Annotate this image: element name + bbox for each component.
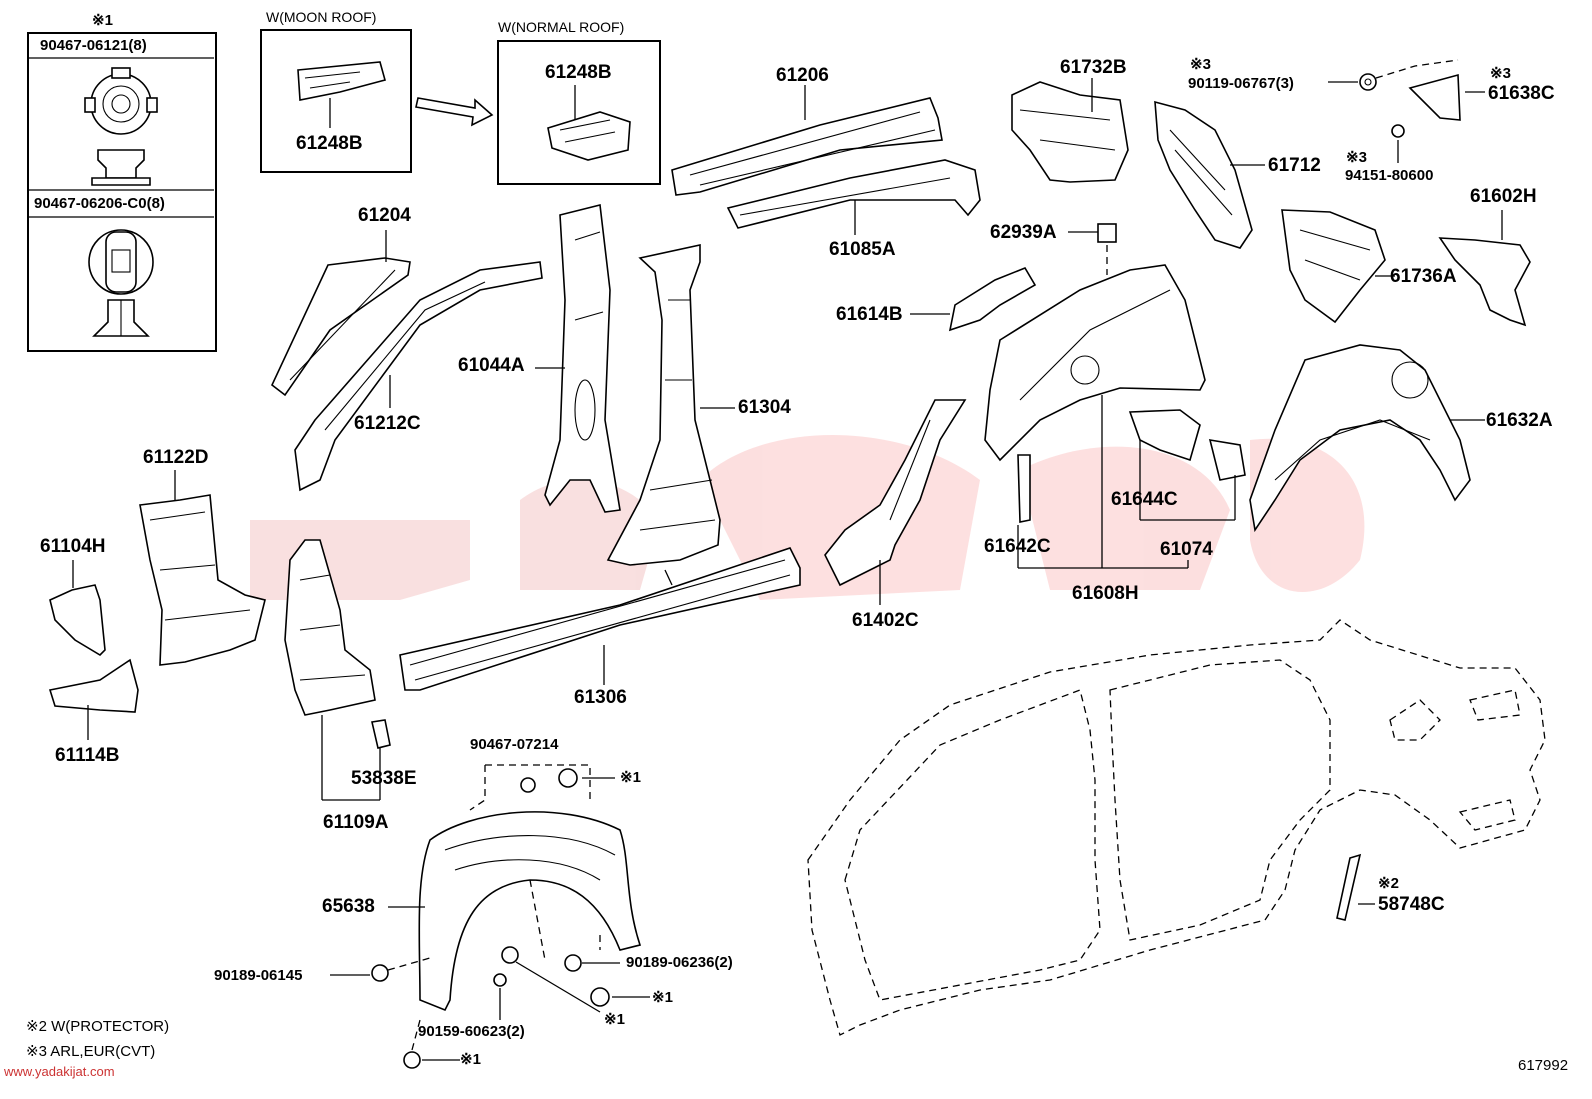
body-side-outline <box>807 619 1546 1036</box>
label-61212C: 61212C <box>354 413 421 434</box>
normal-roof-part-label: 61248B <box>545 62 612 83</box>
front-structure-parts <box>48 470 391 801</box>
label-61122D: 61122D <box>143 447 209 468</box>
label-90189-06145: 90189-06145 <box>214 967 303 984</box>
label-61085A: 61085A <box>829 239 896 260</box>
label-61109A: 61109A <box>323 812 389 833</box>
rocker-panel <box>399 547 801 691</box>
moon-roof-box <box>260 29 412 173</box>
clip-box-marker: ※1 <box>92 12 113 29</box>
label-65638: 65638 <box>322 896 375 917</box>
label-61632A: 61632A <box>1486 410 1553 431</box>
label-94151-80600: 94151-80600 <box>1345 167 1434 184</box>
marker-3-bolt: ※3 <box>1190 56 1211 73</box>
quarter-wheelhouse <box>1249 344 1485 533</box>
label-61104H: 61104H <box>40 536 106 557</box>
normal-roof-box <box>497 40 661 185</box>
label-90159-60623: 90159-60623(2) <box>418 1023 525 1040</box>
moon-roof-part-label: 61248B <box>296 133 363 154</box>
watermark-url: www.yadakijat.com <box>4 1064 115 1079</box>
label-62939A: 62939A <box>990 222 1057 243</box>
label-61402C: 61402C <box>852 610 919 631</box>
label-61712: 61712 <box>1268 155 1321 176</box>
label-90467-07214: 90467-07214 <box>470 736 559 753</box>
label-61736A: 61736A <box>1390 266 1457 287</box>
label-61638C: 61638C <box>1488 83 1555 104</box>
label-90119-06767: 90119-06767(3) <box>1188 75 1294 92</box>
protector-strip <box>1336 853 1375 921</box>
marker-3-grommet: ※3 <box>1346 149 1367 166</box>
label-61304: 61304 <box>738 397 791 418</box>
watermark-graphic <box>250 435 1365 600</box>
label-61114B: 61114B <box>55 745 120 766</box>
marker-1-clip-b: ※1 <box>604 1011 625 1028</box>
label-61044A: 61044A <box>458 355 525 376</box>
label-61732B: 61732B <box>1060 57 1127 78</box>
rear-upper-panels <box>1011 59 1531 327</box>
label-90189-06236: 90189-06236(2) <box>626 954 733 971</box>
marker-1-nut: ※1 <box>620 769 641 786</box>
marker-2-protector: ※2 <box>1378 875 1399 892</box>
label-61602H: 61602H <box>1470 186 1537 207</box>
legend-note-3: ※3 ARL,EUR(CVT) <box>26 1043 156 1060</box>
marker-3-bracket: ※3 <box>1490 65 1511 82</box>
roof-rails <box>671 85 981 235</box>
rear-pillar-inner <box>824 223 1246 605</box>
a-pillar-parts <box>271 230 543 492</box>
legend-note-2: ※2 W(PROTECTOR) <box>26 1018 170 1035</box>
label-61206: 61206 <box>776 65 829 86</box>
clip-icons <box>28 57 214 337</box>
marker-1-clip-c: ※1 <box>460 1051 481 1068</box>
normal-roof-caption: W(NORMAL ROOF) <box>498 19 625 35</box>
marker-1-clip-a: ※1 <box>652 989 673 1006</box>
label-53838E: 53838E <box>351 768 417 789</box>
label-61644C: 61644C <box>1111 489 1178 510</box>
label-61642C: 61642C <box>984 536 1051 557</box>
label-61608H: 61608H <box>1072 583 1139 604</box>
diagram-reference-number: 617992 <box>1518 1057 1569 1074</box>
label-61306: 61306 <box>574 687 627 708</box>
clip-part-b-label: 90467-06206-C0(8) <box>34 195 165 212</box>
label-61204: 61204 <box>358 205 411 226</box>
label-61074: 61074 <box>1160 539 1213 560</box>
clip-reference-box <box>27 32 217 352</box>
label-58748C: 58748C <box>1378 894 1445 915</box>
fender-liner <box>330 764 650 1069</box>
b-pillar-parts <box>535 204 735 566</box>
label-61614B: 61614B <box>836 304 903 325</box>
moon-roof-caption: W(MOON ROOF) <box>266 9 377 25</box>
roof-bracket-drawings <box>297 61 631 161</box>
clip-part-a-label: 90467-06121(8) <box>40 37 147 54</box>
